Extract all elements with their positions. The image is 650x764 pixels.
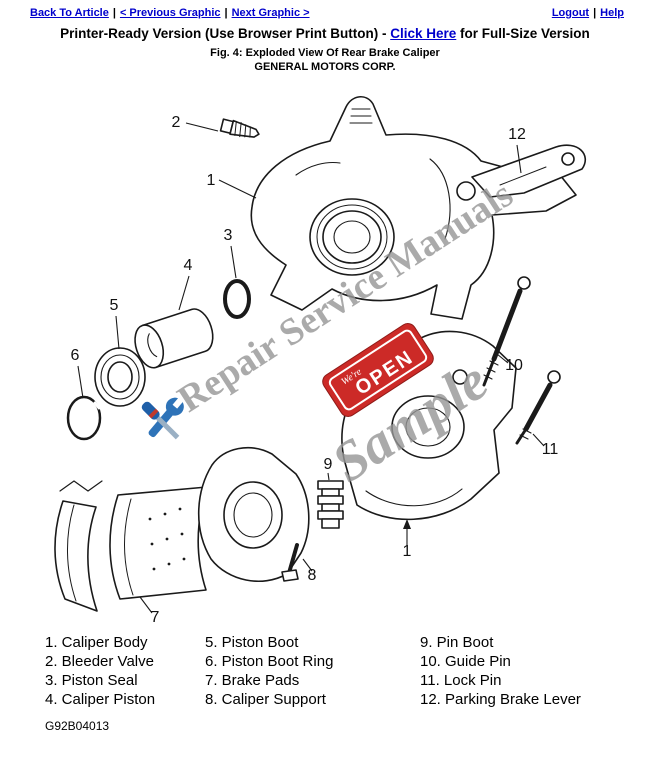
callout-7: 7 (151, 609, 160, 626)
callout-8: 8 (308, 567, 317, 584)
callout-4: 4 (184, 257, 193, 274)
callout-11: 11 (542, 441, 559, 458)
callout-3: 3 (224, 227, 233, 244)
legend-item: 6. Piston Boot Ring (205, 653, 334, 670)
printer-ready-text: Printer-Ready Version (Use Browser Print… (60, 26, 391, 41)
piston-seal-part (223, 279, 251, 319)
legend-item: 7. Brake Pads (205, 672, 300, 689)
top-navigation: Back To Article|< Previous Graphic|Next … (0, 0, 650, 19)
separator: | (224, 7, 228, 19)
legend-item: 12. Parking Brake Lever (420, 691, 581, 708)
callout-numbers: 2 1 3 4 5 6 12 10 11 9 8 1 7 (71, 114, 559, 626)
full-size-version-link[interactable]: Click Here (390, 26, 457, 41)
separator: | (593, 7, 597, 19)
callout-9: 9 (324, 456, 333, 473)
legend-column-1: 1. Caliper Body 2. Bleeder Valve 3. Pist… (45, 633, 205, 709)
leader-lines (77, 122, 545, 614)
pin-boot-part (317, 480, 344, 529)
separator: | (112, 7, 116, 19)
legend-item: 11. Lock Pin (420, 672, 502, 689)
caliper-piston-part (134, 308, 214, 369)
tools-icon (141, 397, 184, 440)
legend-item: 5. Piston Boot (205, 634, 299, 651)
document-id: G92B04013 (45, 719, 110, 733)
brake-pads-part (54, 480, 208, 612)
legend-item: 3. Piston Seal (45, 672, 138, 689)
caliper-body-part (250, 96, 577, 320)
callout-12: 12 (508, 126, 526, 143)
lock-pin-part (515, 370, 561, 445)
legend-item: 8. Caliper Support (205, 691, 326, 708)
legend-column-2: 5. Piston Boot 6. Piston Boot Ring 7. Br… (205, 633, 420, 709)
legend-item: 10. Guide Pin (420, 653, 511, 670)
diagram-area: 2 1 3 4 5 6 12 10 11 9 8 1 7 Repair Serv… (0, 77, 650, 633)
legend-item: 2. Bleeder Valve (45, 653, 154, 670)
legend-item: 4. Caliper Piston (45, 691, 156, 708)
bleeder-valve-part (219, 118, 260, 138)
piston-boot-part (94, 347, 146, 407)
brake-caliper-exploded-diagram: 2 1 3 4 5 6 12 10 11 9 8 1 7 Repair Serv… (54, 96, 587, 626)
logout-link[interactable]: Logout (551, 7, 590, 19)
nav-right: Logout|Help (552, 7, 624, 19)
parking-brake-lever-part (471, 144, 587, 198)
support-bracket-part (197, 446, 310, 582)
previous-graphic-link[interactable]: < Previous Graphic (119, 7, 221, 19)
legend-item: 1. Caliper Body (45, 634, 148, 651)
callout-2: 2 (172, 114, 181, 131)
piston-boot-ring-part (66, 395, 102, 441)
figure-title: Fig. 4: Exploded View Of Rear Brake Cali… (210, 47, 440, 59)
callout-5: 5 (110, 297, 119, 314)
nav-left: Back To Article|< Previous Graphic|Next … (30, 7, 310, 19)
legend-item: 9. Pin Boot (420, 634, 494, 651)
back-to-article-link[interactable]: Back To Article (30, 7, 109, 19)
callout-1b: 1 (403, 543, 412, 560)
help-link[interactable]: Help (600, 7, 624, 19)
callout-1a: 1 (207, 172, 216, 189)
callout-6: 6 (71, 347, 80, 364)
manufacturer-title: GENERAL MOTORS CORP. (254, 61, 396, 73)
legend-column-3: 9. Pin Boot 10. Guide Pin 11. Lock Pin 1… (420, 633, 630, 709)
parts-legend: 1. Caliper Body 2. Bleeder Valve 3. Pist… (0, 633, 650, 709)
next-graphic-link[interactable]: Next Graphic > (231, 7, 310, 19)
callout-10: 10 (505, 357, 523, 374)
guide-pin-part (482, 276, 531, 387)
full-size-suffix-text: for Full-Size Version (456, 26, 590, 41)
page-title: Printer-Ready Version (Use Browser Print… (0, 26, 650, 41)
